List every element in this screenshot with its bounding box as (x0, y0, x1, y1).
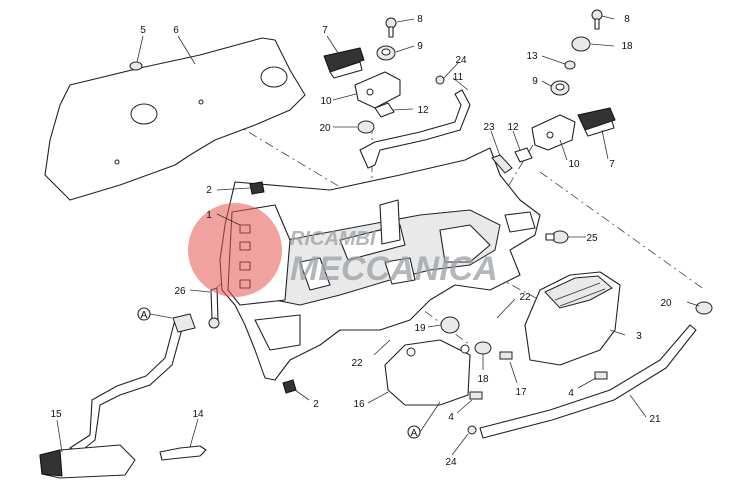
screw-8-left (385, 17, 397, 38)
hose-21 (479, 324, 697, 439)
grommet-20-left (357, 120, 375, 134)
spacer-13 (564, 60, 576, 70)
bolt-4-left (469, 391, 483, 400)
callout-21: 21 (649, 414, 661, 425)
callout-26: 26 (174, 286, 186, 297)
bracket-16 (384, 339, 471, 406)
callout-6: 6 (173, 25, 179, 36)
callout-17: 17 (515, 387, 527, 398)
grommet-19 (440, 316, 460, 334)
rubber-plug-25 (545, 230, 569, 244)
callout-23: 23 (483, 122, 495, 133)
callout-4: 4 (448, 412, 454, 423)
callout-25: 25 (586, 233, 598, 244)
watermark-circle (188, 203, 282, 297)
callout-22: 22 (519, 292, 531, 303)
callout-3: 3 (636, 331, 642, 342)
clip-nut-12-right (514, 147, 533, 163)
callout-18: 18 (477, 374, 489, 385)
callout-24: 24 (455, 55, 467, 66)
voltage-regulator-3 (524, 271, 621, 366)
bracket-10-left (354, 71, 401, 109)
watermark-logo: RICAMBI MECCANICA (188, 203, 498, 297)
callout-19: 19 (414, 323, 426, 334)
callout-5: 5 (140, 25, 146, 36)
callout-9: 9 (417, 41, 423, 52)
screw-24-top (435, 75, 445, 85)
screw-8-right (591, 9, 603, 30)
cable-tie-26 (208, 287, 220, 329)
bolt-4-right (594, 371, 608, 380)
callout-11: 11 (453, 72, 464, 83)
callout-10: 10 (568, 159, 580, 170)
callout-7: 7 (609, 159, 615, 170)
sensor-7-right (577, 107, 616, 137)
watermark-line1: RICAMBI (290, 228, 376, 250)
ref-label-a: A (141, 310, 148, 321)
callout-8: 8 (624, 14, 630, 25)
screw-24-bottom (467, 425, 477, 435)
callout-10: 10 (320, 96, 332, 107)
sensor-7-left (323, 47, 365, 79)
grommet-5 (129, 61, 143, 71)
callout-12: 12 (417, 105, 429, 116)
clip-2-top (249, 181, 265, 195)
callout-2: 2 (313, 399, 319, 410)
callout-9: 9 (532, 76, 538, 87)
spark-plug-cable-15 (39, 313, 196, 479)
bolt-17 (499, 351, 513, 360)
bracket-10-right (531, 114, 576, 151)
callout-20: 20 (660, 298, 672, 309)
hose-11 (359, 89, 471, 169)
callout-12: 12 (507, 122, 519, 133)
callout-24: 24 (445, 457, 457, 468)
heat-shield-panel (44, 37, 306, 201)
ref-label-a: A (411, 428, 418, 439)
grommet-20-right (695, 301, 713, 315)
callout-8: 8 (417, 14, 423, 25)
callout-18: 18 (621, 41, 633, 52)
grommet-18-top (571, 36, 591, 52)
grommet-9-right (550, 80, 570, 96)
callout-4: 4 (568, 388, 574, 399)
grommet-9-left (376, 45, 396, 61)
callout-22: 22 (351, 358, 363, 369)
callout-7: 7 (322, 25, 328, 36)
plug-23 (491, 154, 513, 174)
leader-lines (56, 15, 700, 456)
grommet-18-bottom (474, 341, 492, 355)
callout-20: 20 (319, 123, 331, 134)
spark-plug-14 (159, 445, 207, 461)
callout-14: 14 (192, 409, 204, 420)
reference-marker-a-top: A (137, 307, 151, 321)
callout-13: 13 (526, 51, 538, 62)
clip-2-bottom (282, 379, 297, 394)
callout-2: 2 (206, 185, 212, 196)
clip-nut-12-left (374, 102, 395, 118)
reference-marker-a-bottom: A (407, 425, 421, 439)
callout-15: 15 (50, 409, 62, 420)
callout-1: 1 (206, 210, 212, 221)
watermark-line2: MECCANICA (290, 250, 498, 288)
callout-16: 16 (353, 399, 365, 410)
callout-labels: 5 6 7 8 9 10 24 11 12 20 8 18 13 9 12 23… (50, 14, 672, 468)
